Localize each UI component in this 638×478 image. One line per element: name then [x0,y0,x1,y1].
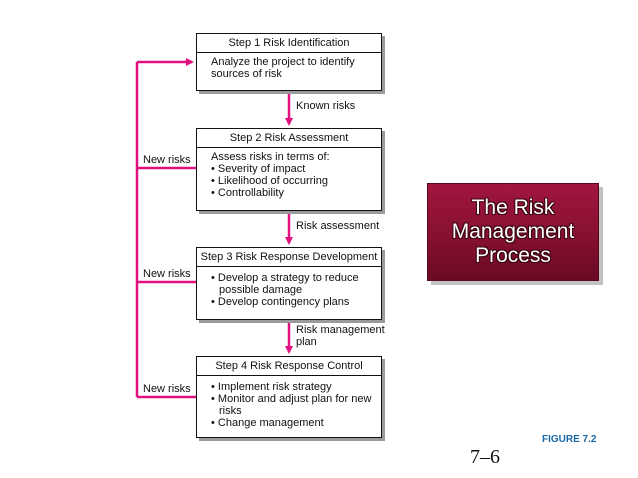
slide-title: The Risk Management Process [451,196,575,267]
step-2-intro: Assess risks in terms of: [211,151,330,163]
feedback-label-new-risks: New risks [143,383,191,395]
step-2-body: Assess risks in terms of: Severity of im… [197,148,381,199]
step-3-body: Develop a strategy to reduce possible da… [197,267,381,308]
step-2-bullets: Severity of impact Likelihood of occurri… [211,163,373,199]
step-4-bullet: Monitor and adjust plan for new risks [211,393,373,417]
title-box: The Risk Management Process [427,183,599,281]
step-2-title: Step 2 Risk Assessment [197,129,381,148]
step-1-box: Step 1 Risk Identification Analyze the p… [196,33,382,91]
feedback-label-new-risks: New risks [143,268,191,280]
flow-label-known-risks: Known risks [296,100,356,112]
flow-label-risk-management-plan: Risk management plan [296,324,385,348]
step-4-bullet: Change management [211,417,373,429]
feedback-label-new-risks: New risks [143,154,191,166]
page-number: 7–6 [470,446,500,468]
step-3-title: Step 3 Risk Response Development [197,248,381,267]
step-2-bullet: Controllability [211,187,373,199]
step-4-bullets: Implement risk strategy Monitor and adju… [211,381,373,429]
step-2-box: Step 2 Risk Assessment Assess risks in t… [196,128,382,211]
step-4-body: Implement risk strategy Monitor and adju… [197,376,381,429]
step-4-bullet: Implement risk strategy [211,381,373,393]
step-4-title: Step 4 Risk Response Control [197,357,381,376]
step-1-body: Analyze the project to identify sources … [211,56,355,80]
flow-label-risk-assessment: Risk assessment [296,220,380,232]
step-3-box: Step 3 Risk Response Development Develop… [196,247,382,320]
step-3-bullet: Develop contingency plans [211,296,373,308]
step-4-box: Step 4 Risk Response Control Implement r… [196,356,382,438]
step-3-bullet: Develop a strategy to reduce possible da… [211,272,373,296]
figure-label: FIGURE 7.2 [542,434,597,445]
step-2-bullet: Likelihood of occurring [211,175,373,187]
step-3-bullets: Develop a strategy to reduce possible da… [211,272,373,308]
step-1-title: Step 1 Risk Identification [197,34,381,53]
step-2-bullet: Severity of impact [211,163,373,175]
